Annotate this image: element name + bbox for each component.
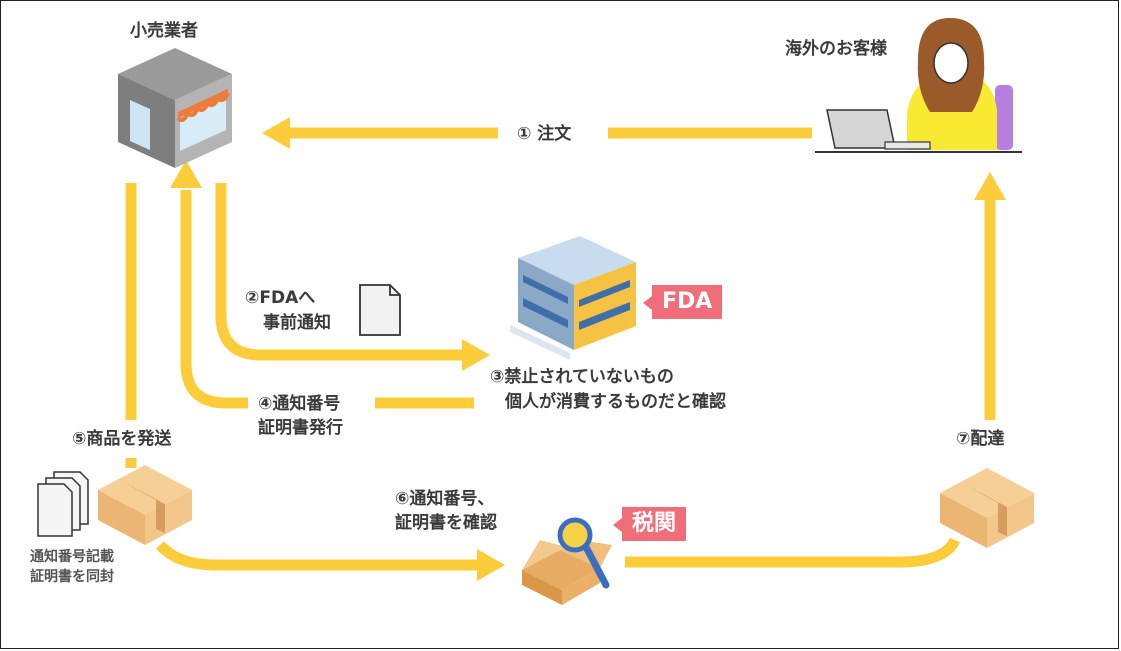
- delivered-box-icon: [940, 468, 1034, 548]
- customs-badge: 税関: [612, 507, 687, 541]
- step-3-line2: 個人が消費するものだと確認: [505, 392, 726, 412]
- step-6-line1: ⑥通知番号、: [395, 489, 495, 509]
- arrowhead-customer: [974, 172, 1006, 200]
- docs-note-line1: 通知番号記載: [30, 549, 114, 565]
- customs-inspection-icon: [522, 517, 612, 605]
- arrow-to-customs: [155, 541, 480, 571]
- step-1-order: ① 注文: [517, 124, 572, 144]
- arrowhead-customs: [477, 549, 505, 581]
- arrowhead-fda: [462, 339, 490, 371]
- documents-stack-icon: [37, 471, 89, 537]
- document-icon: [359, 284, 401, 336]
- arrow-customs-to-box: [625, 537, 961, 568]
- docs-note-line2: 証明書を同封: [30, 569, 114, 585]
- step-3-line1: ③禁止されていないもの: [490, 367, 674, 387]
- fda-badge: FDA: [642, 285, 723, 319]
- fda-building-icon: [510, 236, 636, 360]
- package-box-icon: [98, 465, 192, 545]
- retailer-label: 小売業者: [130, 21, 198, 41]
- arrowhead-retailer-return: [170, 160, 202, 188]
- customer-icon: [815, 18, 1022, 153]
- arrow-from-fda-left: [180, 190, 248, 409]
- step-2-line2: 事前通知: [263, 313, 331, 333]
- arrowhead-order: [262, 117, 290, 149]
- arrow-to-fda: [215, 183, 470, 361]
- step-5-ship: ⑤商品を発送: [66, 428, 178, 450]
- step-2-line1: ②FDAへ: [245, 288, 316, 308]
- step-4-line1: ④通知番号: [258, 394, 341, 414]
- step-4-line2: 証明書発行: [258, 418, 343, 438]
- step-7-deliver: ⑦配達: [950, 428, 1011, 450]
- store-icon: [118, 48, 232, 168]
- customer-label: 海外のお客様: [785, 39, 887, 59]
- step-6-line2: 証明書を確認: [395, 513, 497, 533]
